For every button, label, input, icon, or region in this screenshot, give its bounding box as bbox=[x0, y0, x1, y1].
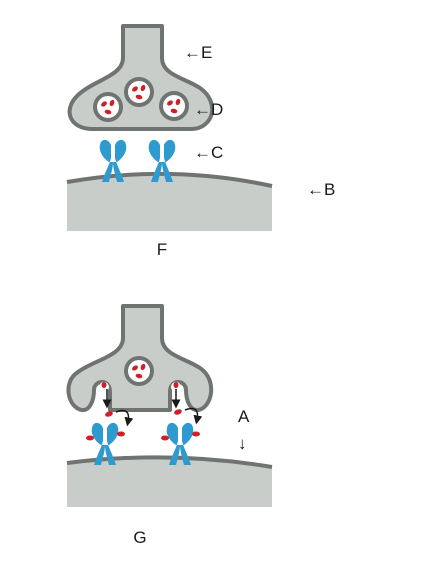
postsynaptic-membrane bbox=[67, 457, 272, 507]
label-c: ←C bbox=[194, 143, 223, 162]
caption-f: F bbox=[157, 240, 167, 259]
label-d: ←D bbox=[194, 100, 223, 119]
synaptic-vesicle bbox=[124, 356, 154, 386]
label-e: ←E bbox=[184, 43, 212, 62]
neurotransmitter bbox=[174, 409, 182, 415]
caption-g: G bbox=[133, 528, 146, 547]
panel-f: ←E ←D ←C ←B F bbox=[66, 24, 335, 259]
bound-neurotransmitter bbox=[161, 435, 169, 441]
binding-arrow bbox=[115, 409, 134, 427]
label-a-arrow: ↓ bbox=[238, 434, 247, 453]
bound-neurotransmitter bbox=[192, 431, 200, 437]
synaptic-vesicle bbox=[159, 91, 189, 121]
label-b: ←B bbox=[307, 180, 335, 199]
binding-arrow bbox=[184, 407, 203, 425]
synaptic-vesicle bbox=[124, 77, 154, 107]
panel-g: A ↓ G bbox=[66, 304, 273, 547]
bound-neurotransmitter bbox=[117, 431, 125, 437]
postsynaptic-membrane bbox=[67, 173, 272, 231]
neurotransmitter bbox=[105, 411, 113, 417]
label-a: A bbox=[238, 407, 250, 426]
synaptic-vesicle bbox=[93, 92, 123, 122]
bound-neurotransmitter bbox=[86, 435, 94, 441]
